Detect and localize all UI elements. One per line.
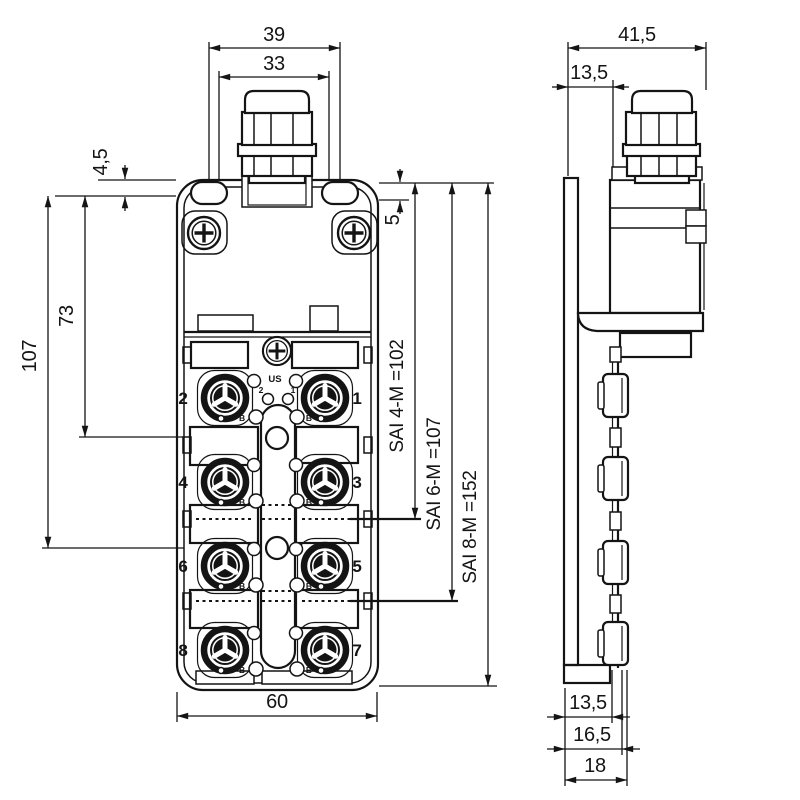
us-led-1-label: 1 [291,385,296,395]
us-led-right [281,392,295,406]
latch-lower [685,225,707,244]
dim-sai-8m-label: SAI 8-M =152 [460,470,481,583]
supply-indicator: US 2 1 [259,374,296,406]
port-number: 7 [352,641,361,660]
dim-16-5-label: 16,5 [573,724,611,746]
front-body-outline [175,178,380,692]
side-dimensions: 41,5 13,5 13,5 16,5 18 [547,24,707,786]
dim-33-label: 33 [263,53,285,75]
us-led-2-label: 2 [259,385,264,395]
dim-sai-4m-label: SAI 4-M =102 [387,339,408,452]
upper-block [618,331,693,359]
port-number: 4 [178,473,188,492]
dim-41-5-label: 41,5 [618,24,656,46]
dim-18-label: 18 [584,755,606,777]
port-number: 1 [352,389,361,408]
center-hole-upper [264,425,290,451]
center-slot [259,403,297,670]
latch-upper [685,209,707,227]
front-dimensions: 39 33 4,5 73 107 5 [19,24,497,722]
dim-107-label: 107 [19,340,41,373]
dim-39-label: 39 [263,24,285,46]
us-label: US [268,374,281,385]
dim-13-5-bottom-label: 13,5 [569,692,607,714]
dim-13-5-top-label: 13,5 [570,62,608,84]
port-number: 3 [352,473,361,492]
cable-gland-front [236,89,318,208]
screw-top-right [336,215,372,251]
screw-center [261,335,293,367]
port-number: 5 [352,557,361,576]
mounting-foot [562,663,612,685]
side-connector-bosses [597,346,630,667]
dim-sai-6m-label: SAI 6-M =107 [424,417,445,530]
side-body-outline [562,176,707,685]
us-led-left [261,392,275,406]
dim-73-label: 73 [56,305,78,327]
dim-4-5-label: 4,5 [90,148,112,175]
cable-gland-side [611,89,703,185]
screw-top-left [186,215,222,251]
port-number: 8 [178,641,187,660]
front-view: 2 1 4 3 6 5 8 7 US 2 1 39 [19,24,497,722]
mounting-plate [562,176,580,667]
side-head [608,178,702,315]
center-hole-lower [264,535,290,561]
dim-60-label: 60 [266,691,288,713]
side-view: 41,5 13,5 13,5 16,5 18 [547,24,707,786]
mounting-slot-right [320,180,360,206]
connector-grid: 2 1 4 3 6 5 8 7 US 2 1 [178,371,362,678]
port-number: 2 [178,389,187,408]
dim-5-label: 5 [382,214,404,225]
mounting-slot-left [189,180,229,206]
port-number: 6 [178,557,187,576]
